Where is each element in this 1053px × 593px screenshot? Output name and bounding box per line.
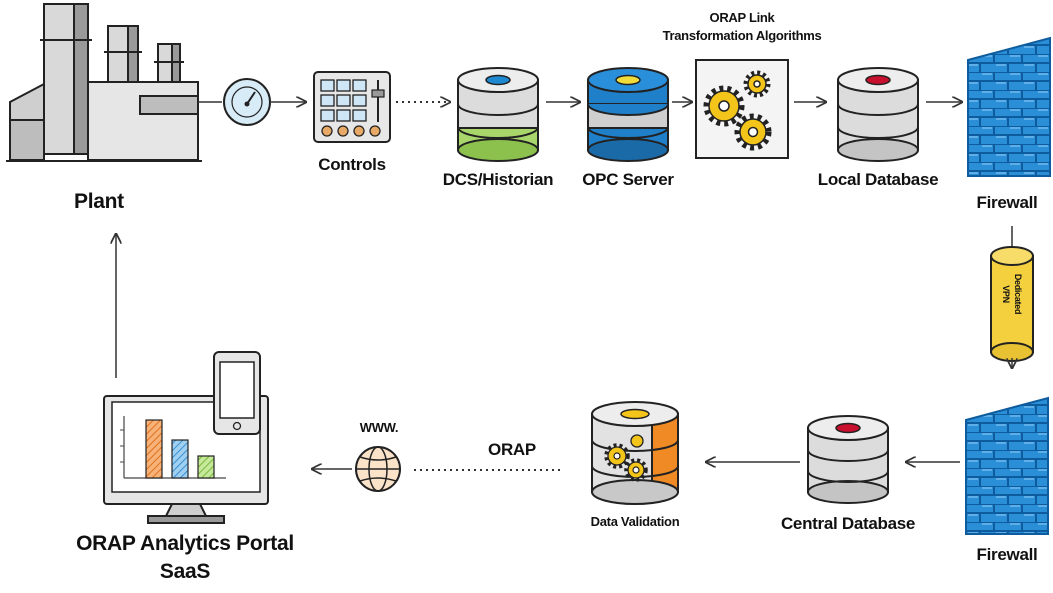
- orap-link-title-line1: ORAP Link: [709, 10, 775, 25]
- firewall-bottom-label: Firewall: [976, 545, 1038, 564]
- orap-link-title-line2: Transformation Algorithms: [662, 28, 822, 43]
- orap-label: ORAP: [488, 440, 536, 459]
- globe-icon: [355, 446, 401, 492]
- transformation-gears-icon: [695, 59, 789, 159]
- central-database-label: Central Database: [780, 514, 916, 533]
- monitor-icon: [103, 395, 269, 524]
- dcs-historian-database-icon: [457, 67, 539, 162]
- data-validation-icon: [591, 401, 679, 505]
- dedicated-vpn-label-line1: Dedicated: [1013, 273, 1023, 315]
- local-database-icon: [837, 67, 919, 162]
- plant-label: Plant: [74, 190, 124, 213]
- controls-label: Controls: [318, 155, 386, 174]
- firewall-top-icon: [967, 36, 1051, 177]
- dedicated-vpn-label-line2: VPN: [1001, 285, 1011, 303]
- controls-panel-icon: [313, 71, 391, 143]
- www-label: WWW.: [359, 420, 399, 435]
- dcs-historian-label: DCS/Historian: [442, 170, 554, 189]
- data-validation-label: Data Validation: [590, 514, 680, 529]
- gauge-icon: [198, 78, 271, 126]
- vpn-tunnel-icon: [990, 226, 1034, 368]
- tablet-icon: [213, 351, 261, 435]
- opc-server-label: OPC Server: [582, 170, 674, 189]
- central-database-icon: [807, 415, 889, 504]
- portal-label-line2: SaaS: [159, 560, 211, 583]
- plant-icon: [6, 3, 202, 162]
- firewall-bottom-icon: [965, 396, 1049, 535]
- portal-label-line1: ORAP Analytics Portal: [76, 532, 294, 555]
- firewall-top-label: Firewall: [976, 193, 1038, 212]
- opc-server-database-icon: [587, 67, 669, 162]
- local-database-label: Local Database: [817, 170, 939, 189]
